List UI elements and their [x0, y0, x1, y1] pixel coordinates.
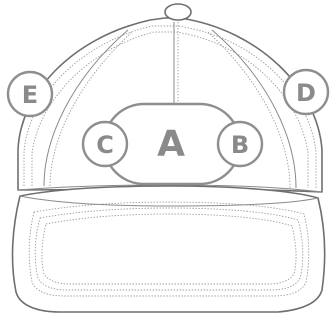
cap-top-button [165, 4, 191, 20]
zone-label-d: D [296, 79, 316, 107]
zone-label-a: A [157, 124, 185, 165]
right-side-zone-d: D [284, 70, 328, 114]
zone-label-b: B [231, 131, 249, 159]
front-left-zone-c: C [83, 122, 127, 166]
front-right-zone-b: B [218, 122, 262, 166]
cap-brim [13, 186, 325, 312]
left-side-zone-e: E [8, 72, 52, 116]
zone-label-c: C [96, 131, 114, 159]
zone-label-e: E [22, 81, 38, 109]
